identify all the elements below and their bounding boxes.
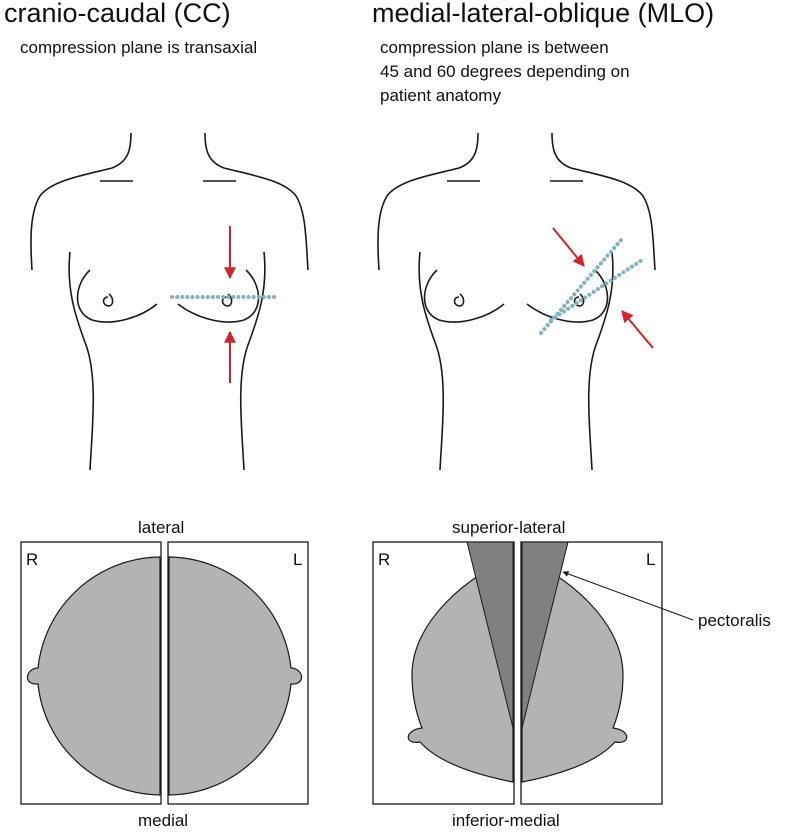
cc-panel-left <box>167 541 309 805</box>
mlo-label-superior-lateral: superior-lateral <box>452 518 566 537</box>
cc-left-side <box>68 251 95 471</box>
cc-label-lateral: lateral <box>138 518 185 537</box>
cc-right-side <box>239 251 266 471</box>
cc-right-breast-image <box>26 556 161 796</box>
cc-left-breast-image <box>168 556 303 796</box>
mlo-subtitle-line-3: patient anatomy <box>380 86 501 105</box>
mlo-lower-arrow <box>621 310 654 349</box>
mlo-panel-right <box>372 541 515 805</box>
cc-panel-right <box>20 541 162 805</box>
cc-torso-right-neck-shoulder <box>204 132 309 271</box>
mlo-right-pectoralis <box>466 541 514 729</box>
cc-label-medial: medial <box>138 811 189 830</box>
mlo-torso-right-neck-shoulder <box>551 132 656 271</box>
pectoralis-label: pectoralis <box>698 611 771 630</box>
cc-right-breast <box>177 269 260 323</box>
cc-left-nipple-icon <box>102 293 114 307</box>
mlo-subtitle-line-1: compression plane is between <box>380 38 609 57</box>
mlo-left-side <box>418 251 445 471</box>
pectoralis-callout-line <box>562 571 694 621</box>
mlo-right-side <box>587 251 614 471</box>
cc-label-r: R <box>26 550 39 569</box>
cc-subtitle: compression plane is transaxial <box>20 38 258 57</box>
mlo-mammogram <box>372 541 694 805</box>
mlo-subtitle-line-2: 45 and 60 degrees depending on <box>380 62 630 81</box>
mlo-label-l: L <box>646 550 656 569</box>
mlo-label-r: R <box>378 550 391 569</box>
mlo-right-nipple-icon <box>573 293 585 307</box>
cc-torso <box>30 132 309 471</box>
mlo-upper-arrow <box>552 227 585 267</box>
mlo-torso-left-neck-shoulder <box>377 132 479 271</box>
cc-mammogram <box>20 541 309 805</box>
mlo-torso <box>377 132 656 471</box>
cc-label-l: L <box>293 550 303 569</box>
mlo-left-pectoralis <box>521 541 569 729</box>
cc-title: cranio-caudal (CC) <box>4 0 231 28</box>
mlo-panel-left <box>520 541 663 805</box>
mlo-title: medial-lateral-oblique (MLO) <box>372 0 715 28</box>
mlo-label-inferior-medial: inferior-medial <box>452 811 560 830</box>
mlo-compression-plane-1 <box>539 238 623 335</box>
cc-torso-left-neck-shoulder <box>30 132 132 271</box>
cc-left-breast <box>76 269 158 323</box>
mlo-compression-plane-2 <box>549 258 644 322</box>
mlo-right-breast <box>526 269 609 323</box>
mlo-left-breast <box>423 269 505 323</box>
mlo-left-nipple-icon <box>453 293 465 307</box>
